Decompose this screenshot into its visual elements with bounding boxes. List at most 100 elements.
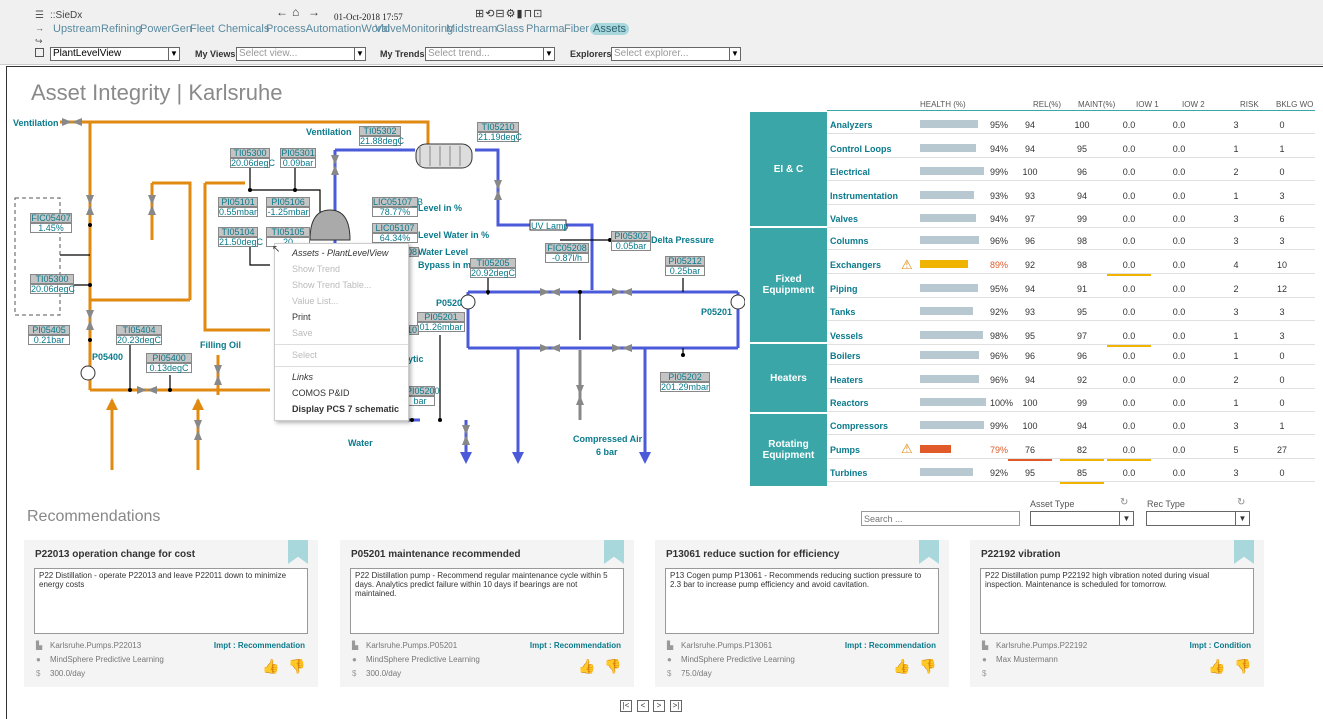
tag-id[interactable]: PI05101 (218, 197, 258, 207)
cell-maint[interactable]: 98 (1067, 260, 1097, 270)
tag-id[interactable]: TI05105 (266, 227, 310, 237)
cell-iow1[interactable]: 0.0 (1114, 167, 1144, 177)
cell-bklg[interactable]: 0 (1267, 375, 1297, 385)
tab-glass[interactable]: Glass (496, 23, 524, 35)
cell-iow1[interactable]: 0.0 (1114, 351, 1144, 361)
cell-bklg[interactable]: 3 (1267, 307, 1297, 317)
cell-bklg[interactable]: 1 (1267, 421, 1297, 431)
cell-rel[interactable]: 95 (1015, 331, 1045, 341)
tab-powergen[interactable]: PowerGen (140, 23, 192, 35)
cell-maint[interactable]: 97 (1067, 331, 1097, 341)
recommendation-card[interactable]: P13061 reduce suction for efficiencyP13 … (655, 540, 949, 687)
cell-iow2[interactable]: 0.0 (1164, 398, 1194, 408)
cell-iow2[interactable]: 0.0 (1164, 236, 1194, 246)
tab-fiber[interactable]: Fiber (564, 23, 589, 35)
cell-risk[interactable]: 3 (1221, 214, 1251, 224)
home-icon[interactable]: ⌂ (292, 5, 299, 19)
cell-iow2[interactable]: 0.0 (1164, 167, 1194, 177)
cell-rel[interactable]: 93 (1015, 307, 1045, 317)
ctx-show-trend-table[interactable]: Show Trend Table... (292, 280, 371, 290)
tag-id[interactable]: TI05300 (30, 274, 74, 284)
cell-bklg[interactable]: 27 (1267, 445, 1297, 455)
tag-id[interactable]: PI05302 (611, 231, 651, 241)
tab-upstream[interactable]: Upstream (53, 23, 101, 35)
tab-pharma[interactable]: Pharma (526, 23, 565, 35)
cell-risk[interactable]: 1 (1221, 144, 1251, 154)
cell-iow1[interactable]: 0.0 (1114, 260, 1144, 270)
cell-bklg[interactable]: 12 (1267, 284, 1297, 294)
cell-risk[interactable]: 2 (1221, 284, 1251, 294)
rec-type-select[interactable]: ▼ (1146, 511, 1250, 526)
cell-rel[interactable]: 100 (1015, 398, 1045, 408)
cell-maint[interactable]: 100 (1067, 120, 1097, 130)
asset-type-select[interactable]: ▼ (1030, 511, 1134, 526)
tag-id[interactable]: LIC05107_B (372, 197, 418, 207)
rec-body[interactable]: P22 Distillation - operate P22013 and le… (34, 568, 308, 634)
cell-iow2[interactable]: 0.0 (1164, 284, 1194, 294)
cell-iow1[interactable]: 0.0 (1114, 375, 1144, 385)
cell-bklg[interactable]: 6 (1267, 214, 1297, 224)
tab-chemicals[interactable]: Chemicals (218, 23, 269, 35)
cell-iow1[interactable]: 0.0 (1114, 331, 1144, 341)
cell-maint[interactable]: 82 (1067, 445, 1097, 455)
tag-id[interactable]: TI05404 (116, 325, 162, 335)
rec-asset[interactable]: Karlsruhe.Pumps.P22192 (996, 641, 1087, 650)
rec-body[interactable]: P22 Distillation pump - Recommend regula… (350, 568, 624, 634)
rec-body[interactable]: P13 Cogen pump P13061 - Recommends reduc… (665, 568, 939, 634)
cell-maint[interactable]: 94 (1067, 191, 1097, 201)
row-label[interactable]: Boilers (830, 351, 861, 361)
cell-iow1[interactable]: 0.0 (1114, 398, 1144, 408)
thumbs-up-icon[interactable]: 👍 (262, 658, 279, 675)
cell-bklg[interactable]: 0 (1267, 167, 1297, 177)
tag-id[interactable]: TI05104 (218, 227, 258, 237)
tab-valvemonitoring[interactable]: ValveMonitoring (375, 23, 453, 35)
tag-id[interactable]: PI05301 (280, 148, 316, 158)
tag-id[interactable]: LIC05107 (372, 223, 418, 233)
toolbar-icons[interactable]: ⊞⟲⊟⚙▮⊓⊡ (475, 7, 543, 20)
cell-risk[interactable]: 4 (1221, 260, 1251, 270)
back-icon[interactable]: ← (276, 5, 288, 19)
cell-iow1[interactable]: 0.0 (1114, 144, 1144, 154)
cell-rel[interactable]: 94 (1015, 284, 1045, 294)
ctx-print[interactable]: Print (292, 312, 311, 322)
menu-icon[interactable]: ☰ (35, 10, 44, 21)
thumbs-up-icon[interactable]: 👍 (578, 658, 595, 675)
cell-risk[interactable]: 1 (1221, 398, 1251, 408)
rec-asset[interactable]: Karlsruhe.Pumps.P22013 (50, 641, 141, 650)
cell-iow2[interactable]: 0.0 (1164, 468, 1194, 478)
tab-processautomationworld[interactable]: ProcessAutomationWorld (266, 23, 390, 35)
cell-iow1[interactable]: 0.0 (1114, 191, 1144, 201)
cell-iow1[interactable]: 0.0 (1114, 236, 1144, 246)
cell-maint[interactable]: 96 (1067, 351, 1097, 361)
tab-fleet[interactable]: Fleet (190, 23, 214, 35)
row-label[interactable]: Turbines (830, 468, 867, 478)
thumbs-down-icon[interactable]: 👎 (288, 658, 305, 675)
row-label[interactable]: Reactors (830, 398, 869, 408)
bookmark-icon[interactable] (1234, 540, 1254, 564)
tag-id[interactable]: PI05200 (405, 386, 435, 396)
cell-rel[interactable]: 94 (1015, 375, 1045, 385)
cell-rel[interactable]: 76 (1015, 445, 1045, 455)
cell-iow1[interactable]: 0.0 (1114, 421, 1144, 431)
cell-rel[interactable]: 94 (1015, 144, 1045, 154)
row-label[interactable]: Piping (830, 284, 858, 294)
cell-rel[interactable]: 96 (1015, 351, 1045, 361)
tag-id[interactable]: TI05210 (477, 122, 519, 132)
cell-maint[interactable]: 92 (1067, 375, 1097, 385)
cell-risk[interactable]: 1 (1221, 351, 1251, 361)
row-label[interactable]: Tanks (830, 307, 855, 317)
last-page-button[interactable]: >| (670, 700, 682, 712)
cell-iow2[interactable]: 0.0 (1164, 421, 1194, 431)
bookmark-icon[interactable] (288, 540, 308, 564)
cell-iow1[interactable]: 0.0 (1114, 445, 1144, 455)
cell-iow2[interactable]: 0.0 (1164, 351, 1194, 361)
cell-iow1[interactable]: 0.0 (1114, 468, 1144, 478)
row-label[interactable]: Columns (830, 236, 869, 246)
tag-id[interactable]: TI05300 (230, 148, 270, 158)
cell-rel[interactable]: 93 (1015, 191, 1045, 201)
cell-rel[interactable]: 95 (1015, 468, 1045, 478)
recommendation-card[interactable]: P05201 maintenance recommendedP22 Distil… (340, 540, 634, 687)
my-views-select[interactable]: Select view...▼ (236, 47, 366, 61)
tag-id[interactable]: TI05205 (470, 258, 516, 268)
tag-id[interactable]: PI05212 (665, 256, 705, 266)
